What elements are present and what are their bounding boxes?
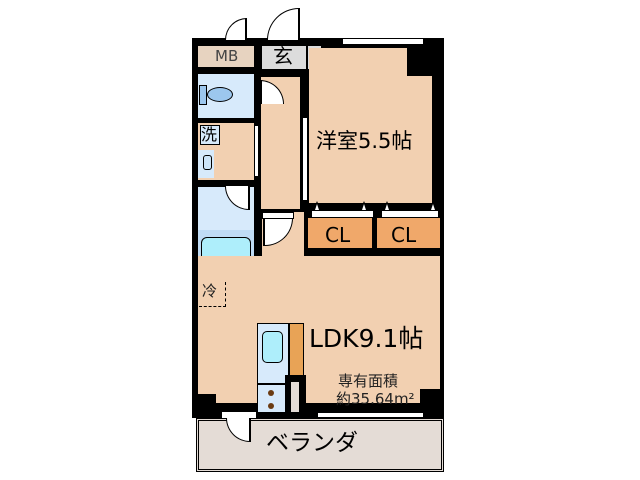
washroom-label-box xyxy=(200,125,220,145)
balcony-label: ベランダ xyxy=(266,430,358,456)
meter-box-door[interactable] xyxy=(225,18,247,40)
closet-1-label: CL xyxy=(325,223,351,247)
kitchen-column-inner xyxy=(291,382,299,412)
ldk xyxy=(198,256,440,403)
kitchen-cabinet xyxy=(289,323,304,376)
closet-handle-icon xyxy=(429,201,437,210)
entrance-label: 玄 xyxy=(273,44,293,68)
stove-divider xyxy=(258,383,288,385)
toilet-tank-icon xyxy=(199,85,207,105)
meter-box xyxy=(198,46,254,67)
balcony-inner-border xyxy=(198,420,442,470)
ldk-label: LDK9.1帖 xyxy=(309,324,424,353)
closet-2 xyxy=(377,218,440,248)
closet-door-1[interactable] xyxy=(311,210,374,218)
western-room xyxy=(309,48,407,78)
western-room-window-top xyxy=(343,38,423,45)
western-room-main xyxy=(309,76,432,203)
meter-box-label: MB xyxy=(215,47,239,65)
entrance-door[interactable] xyxy=(267,8,300,40)
ldk-door-frame xyxy=(262,212,294,219)
ldk-corner-wall xyxy=(192,394,216,412)
closet-handle-icon xyxy=(383,201,391,210)
washroom-sliding-door[interactable] xyxy=(254,126,259,176)
toilet-bowl-icon xyxy=(207,87,233,102)
closet-handle-icon xyxy=(313,201,321,210)
area-title: 専有面積 xyxy=(338,372,399,390)
fridge-label: 冷 xyxy=(202,282,218,300)
fridge-space xyxy=(199,282,226,307)
ldk-corner-wall-right xyxy=(420,389,444,412)
washbasin-bowl-icon xyxy=(203,155,212,170)
closet-handle-icon xyxy=(360,201,368,210)
stove-burner-icon xyxy=(268,390,274,396)
stove-burner-icon xyxy=(268,403,274,409)
ldk-window-bottom-glass[interactable] xyxy=(318,412,423,418)
closet-1 xyxy=(308,218,372,248)
western-room-label: 洋室5.5帖 xyxy=(316,129,413,153)
area-value: 約35.64m² xyxy=(336,390,415,408)
closet-2-label: CL xyxy=(391,223,417,247)
closet-door-2[interactable] xyxy=(381,210,439,218)
entrance xyxy=(262,46,306,69)
kitchen-sink-icon xyxy=(262,331,283,363)
washroom-label: 洗 xyxy=(201,125,218,144)
western-room-sliding-door[interactable] xyxy=(302,118,308,200)
ldk-bottom-white-gap xyxy=(222,412,256,418)
